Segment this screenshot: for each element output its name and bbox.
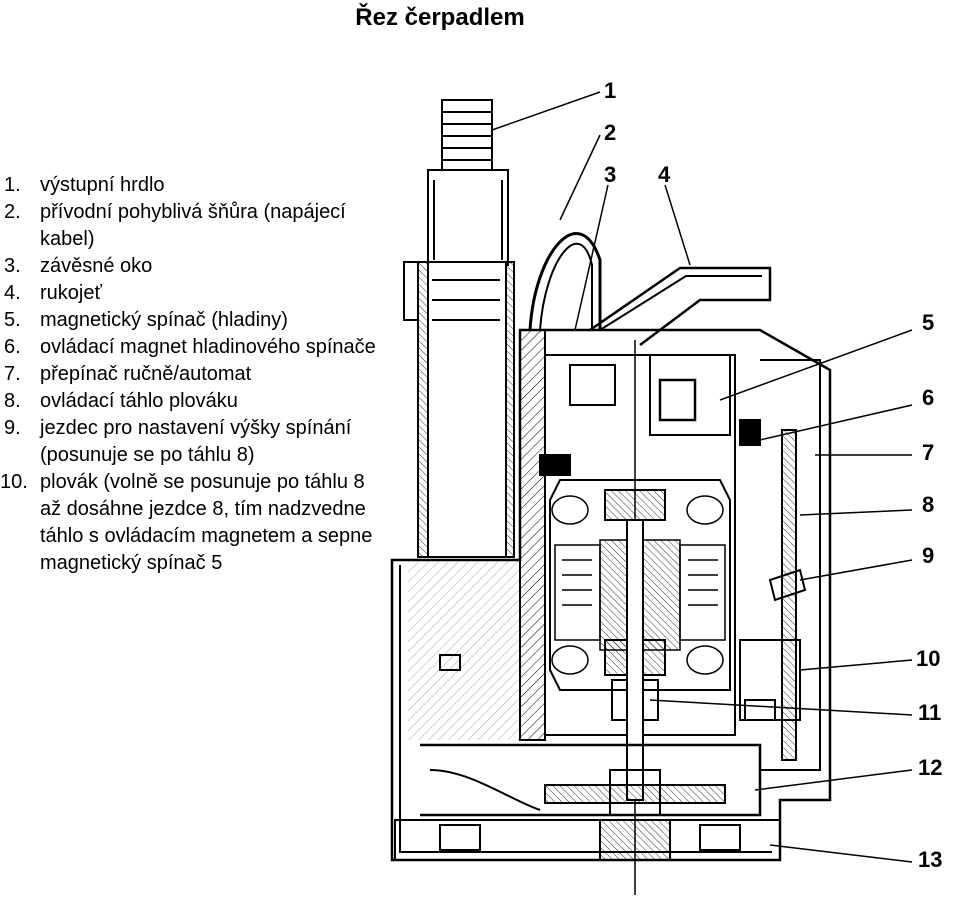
legend-text: výstupní hrdlo (40, 174, 165, 196)
callout-1: 1 (604, 78, 616, 103)
rider (768, 568, 807, 602)
legend-text: magnetický spínač (hladiny) (40, 309, 288, 331)
callout-3: 3 (604, 162, 616, 187)
impeller (544, 784, 726, 804)
callout-leaders (491, 91, 913, 863)
callout-13: 13 (918, 847, 942, 872)
legend-item: 6. ovládací magnet hladinového spínače (0, 334, 380, 361)
callout-numbers: 1 2 3 4 5 6 7 8 9 10 11 12 13 (604, 78, 942, 872)
callout-2: 2 (604, 120, 616, 145)
outlet-nozzle (403, 99, 515, 558)
legend-number: 5. (4, 309, 21, 331)
callout-8: 8 (922, 492, 934, 517)
callout-11: 11 (918, 700, 941, 725)
legend-text: přepínač ručně/automat (40, 363, 252, 385)
handle (589, 266, 772, 346)
legend-item: 8. ovládací táhlo plováku (0, 388, 380, 415)
callout-6: 6 (922, 385, 934, 410)
legend-text: jezdec pro nastavení výšky spínání (posu… (40, 417, 352, 466)
legend-item: 2. přívodní pohyblivá šňůra (napájecí kab… (0, 199, 380, 253)
legend-item: 1. výstupní hrdlo (0, 172, 380, 199)
legend-item: 7. přepínač ručně/automat (0, 361, 380, 388)
parts-legend: 1. výstupní hrdlo 2. přívodní pohyblivá šň… (0, 172, 380, 577)
legend-text: ovládací táhlo plováku (40, 390, 238, 412)
legend-item: 9. jezdec pro nastavení výšky spínání (po… (0, 415, 380, 469)
pump-chamber (420, 743, 762, 817)
legend-number: 4. (4, 282, 21, 304)
callout-10: 10 (916, 646, 940, 671)
legend-number: 8. (4, 390, 21, 412)
legend-number: 6. (4, 336, 21, 358)
legend-number: 10. (0, 471, 28, 493)
legend-number: 1. (4, 174, 21, 196)
power-cable (528, 232, 602, 331)
callout-7: 7 (922, 440, 934, 465)
legend-item: 10. plovák (volně se posunuje po táhlu 8 … (0, 469, 380, 577)
legend-number: 9. (4, 417, 21, 439)
legend-item: 5. magnetický spínač (hladiny) (0, 307, 380, 334)
legend-number: 3. (4, 255, 21, 277)
housing-wall (519, 329, 546, 741)
legend-text: plovák (volně se posunuje po táhlu 8 až … (40, 471, 373, 574)
legend-item: 4. rukojeť (0, 280, 380, 307)
pump-housing (390, 99, 832, 895)
page-title: Řez čerpadlem (355, 4, 525, 31)
callout-5: 5 (922, 310, 934, 335)
callout-4: 4 (658, 162, 671, 187)
legend-text: rukojeť (40, 282, 102, 304)
callout-12: 12 (918, 755, 942, 780)
legend-item: 3. závěsné oko (0, 253, 380, 280)
callout-9: 9 (922, 543, 934, 568)
legend-number: 7. (4, 363, 21, 385)
legend-text: ovládací magnet hladinového spínače (40, 336, 376, 358)
legend-text: přívodní pohyblivá šňůra (napájecí kabel… (40, 201, 346, 250)
switch-compartment (649, 354, 731, 436)
legend-number: 2. (4, 201, 21, 223)
legend-text: závěsné oko (40, 255, 153, 277)
